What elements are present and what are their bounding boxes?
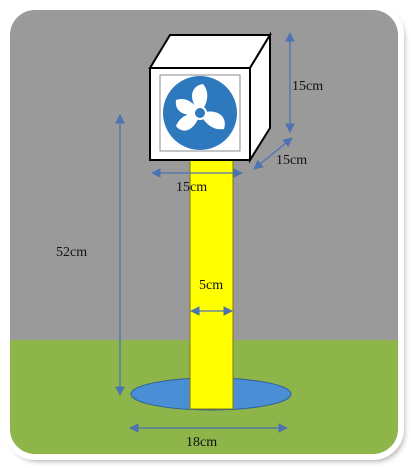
box-depth-label: 15cm	[276, 153, 307, 168]
pole-height-label: 52cm	[56, 245, 87, 260]
fan-box	[148, 31, 272, 164]
fan-icon	[159, 74, 241, 152]
pole-width-label: 5cm	[199, 278, 223, 293]
box-width-label: 15cm	[176, 180, 207, 195]
box-height-label: 15cm	[292, 79, 323, 94]
pole	[189, 159, 234, 410]
base-width-label: 18cm	[186, 435, 217, 450]
box-depth-arrow	[253, 137, 293, 170]
frame-border	[4, 4, 404, 460]
